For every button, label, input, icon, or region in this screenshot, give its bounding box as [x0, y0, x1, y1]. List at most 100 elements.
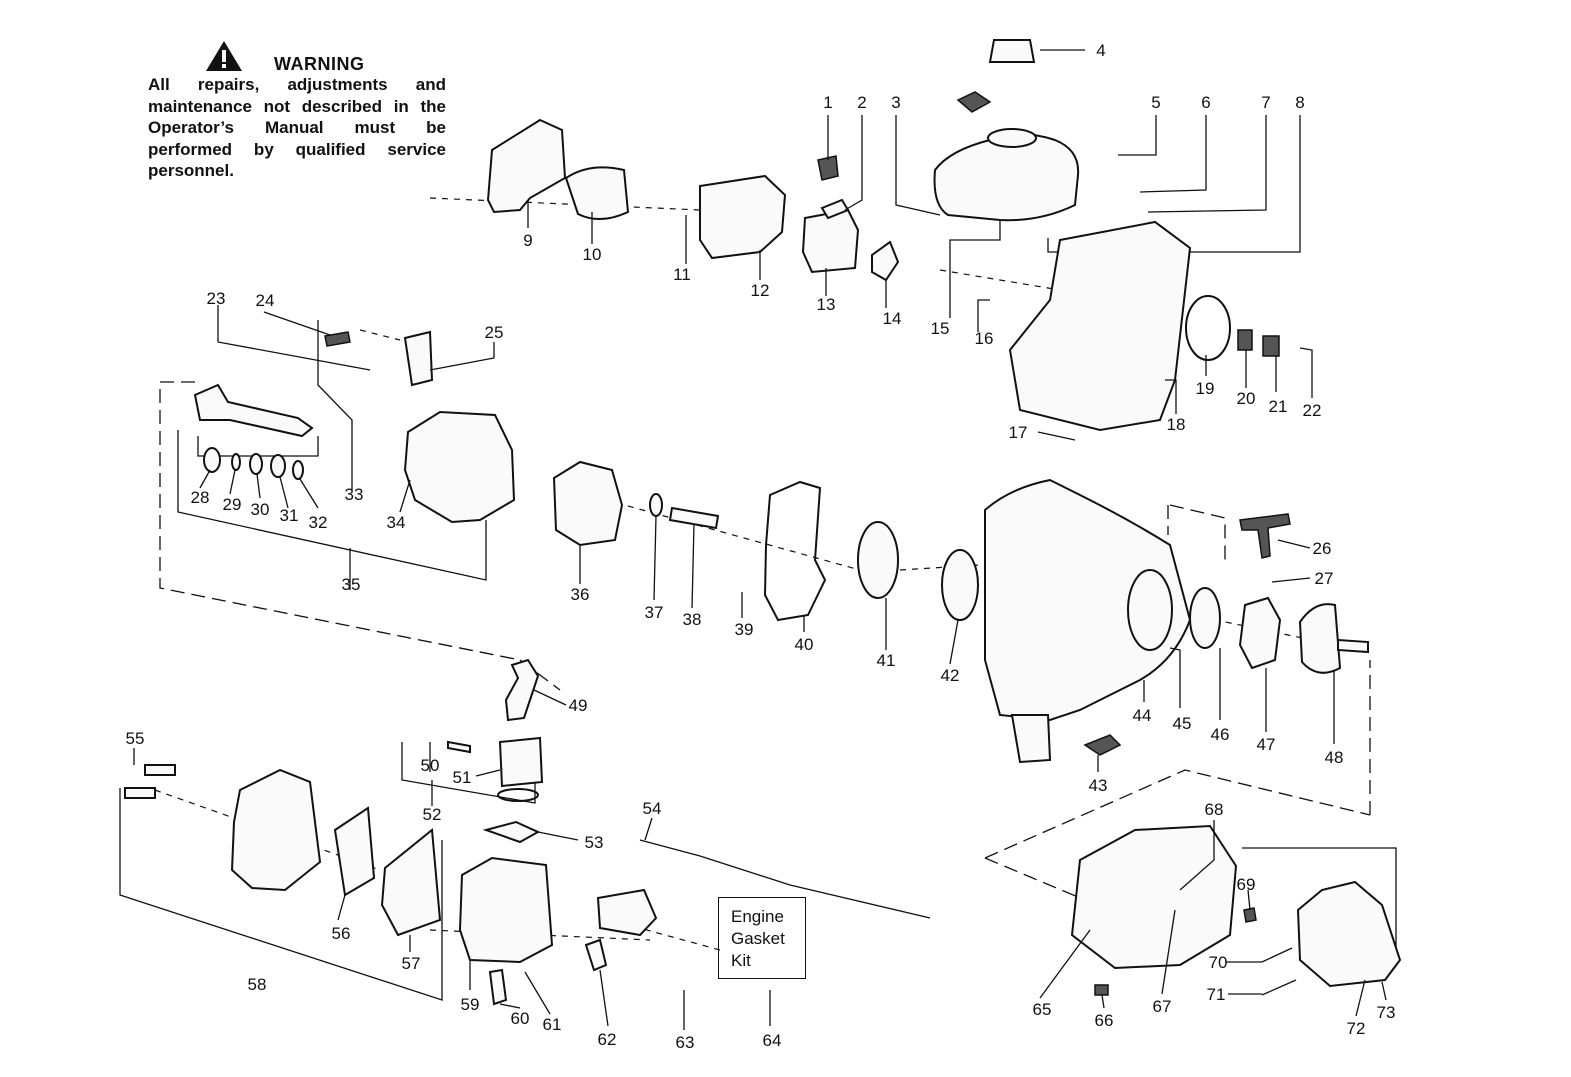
part-bolt	[144, 764, 176, 776]
part-label: 70	[1209, 953, 1228, 972]
part-label: 24	[256, 291, 275, 310]
part-label: 67	[1153, 997, 1172, 1016]
part-bearing-31	[270, 454, 286, 478]
part-label: 5	[1151, 93, 1160, 112]
part-screw-66	[1094, 984, 1109, 996]
part-ignition-coil	[596, 888, 658, 937]
part-label: 45	[1173, 714, 1192, 733]
part-pulley-41	[857, 521, 899, 599]
parts	[124, 39, 1402, 1006]
warning-text: All repairs, adjustments and maintenance…	[148, 75, 446, 181]
part-clip-43	[1083, 734, 1122, 756]
part-shaft-38	[668, 506, 720, 530]
part-clip	[324, 331, 351, 347]
part-label: 65	[1033, 1000, 1052, 1019]
part-label: 59	[461, 995, 480, 1014]
part-label: 32	[309, 513, 328, 532]
part-cylinder	[458, 856, 554, 964]
part-label: 49	[569, 696, 588, 715]
part-engine-cover	[984, 478, 1192, 722]
part-label: 66	[1095, 1011, 1114, 1030]
part-label: 36	[571, 585, 590, 604]
part-label: 31	[280, 506, 299, 525]
part-seal-30	[249, 453, 263, 475]
part-gasket	[871, 240, 900, 282]
part-label: 27	[1315, 569, 1334, 588]
part-label: 43	[1089, 776, 1108, 795]
part-fuel-filter-vent	[956, 91, 992, 113]
part-ring-32	[292, 460, 304, 480]
part-primer	[817, 155, 839, 181]
part-label: 54	[643, 799, 662, 818]
part-starter-pulley	[1238, 596, 1282, 670]
part-fuel-cap	[988, 39, 1036, 63]
part-label: 64	[763, 1031, 782, 1050]
part-starter-hub	[1127, 569, 1173, 651]
part-label: 17	[1009, 423, 1028, 442]
part-label: 9	[523, 231, 532, 250]
part-label: 3	[891, 93, 900, 112]
part-washer-37	[649, 493, 663, 517]
part-flywheel	[552, 460, 624, 547]
part-label: 20	[1237, 389, 1256, 408]
part-label: 50	[421, 756, 440, 775]
part-label: 47	[1257, 735, 1276, 754]
part-labels: 4 1 2 3 5 6 7 8 9 10 11 12 13 14 15 16 1…	[126, 41, 1396, 1052]
part-disc-46	[1189, 587, 1221, 649]
part-heat-shield	[380, 828, 442, 937]
part-bracket	[403, 330, 434, 387]
part-gasket-small	[820, 198, 850, 220]
part-label: 71	[1207, 985, 1226, 1004]
part-label: 11	[673, 265, 691, 284]
part-label: 69	[1237, 875, 1256, 894]
leader-lines	[133, 49, 1387, 1030]
part-label: 52	[423, 805, 442, 824]
part-label: 7	[1261, 93, 1270, 112]
part-nut-69	[1243, 907, 1257, 923]
part-label: 72	[1347, 1019, 1366, 1038]
part-label: 35	[342, 575, 361, 594]
part-block-20	[1237, 329, 1253, 351]
part-label: 18	[1167, 415, 1186, 434]
part-label: 58	[248, 975, 267, 994]
part-handle-stub	[1010, 714, 1052, 764]
part-label: 42	[941, 666, 960, 685]
part-label: 68	[1205, 800, 1224, 819]
part-wrist-pin	[447, 740, 471, 754]
part-piston	[498, 736, 544, 788]
part-washer-29	[231, 453, 241, 471]
part-label: 60	[511, 1009, 530, 1028]
part-label: 38	[683, 610, 702, 629]
part-label: 55	[126, 729, 145, 748]
part-label: 51	[453, 768, 472, 787]
part-cylinder-gasket	[482, 820, 541, 844]
part-spark-plug	[488, 968, 508, 1006]
part-shroud	[763, 480, 827, 622]
part-label: 16	[975, 329, 994, 348]
part-drum-shaft	[1337, 638, 1369, 654]
part-label: 40	[795, 635, 814, 654]
part-label: 6	[1201, 93, 1210, 112]
part-label: 21	[1269, 397, 1288, 416]
part-engine-housing	[1008, 220, 1192, 432]
part-label: 46	[1211, 725, 1230, 744]
part-crankcase	[403, 410, 516, 524]
part-crankshaft	[193, 383, 314, 438]
part-muffler	[230, 768, 322, 892]
part-label: 19	[1196, 379, 1215, 398]
part-label: 39	[735, 620, 754, 639]
warning-notice: WARNING All repairs, adjustments and mai…	[148, 38, 446, 182]
part-label: 30	[251, 500, 270, 519]
part-label: 25	[485, 323, 504, 342]
part-air-filter-cover	[486, 118, 567, 214]
part-label: 44	[1133, 706, 1152, 725]
part-gear-cover	[1296, 880, 1402, 988]
part-label: 22	[1303, 401, 1322, 420]
part-label: 41	[877, 651, 896, 670]
warning-title: WARNING	[274, 53, 365, 74]
part-label: 56	[332, 924, 351, 943]
part-piston-ring	[497, 788, 539, 802]
part-bolt	[124, 787, 156, 799]
part-carburetor-plate	[699, 174, 787, 260]
